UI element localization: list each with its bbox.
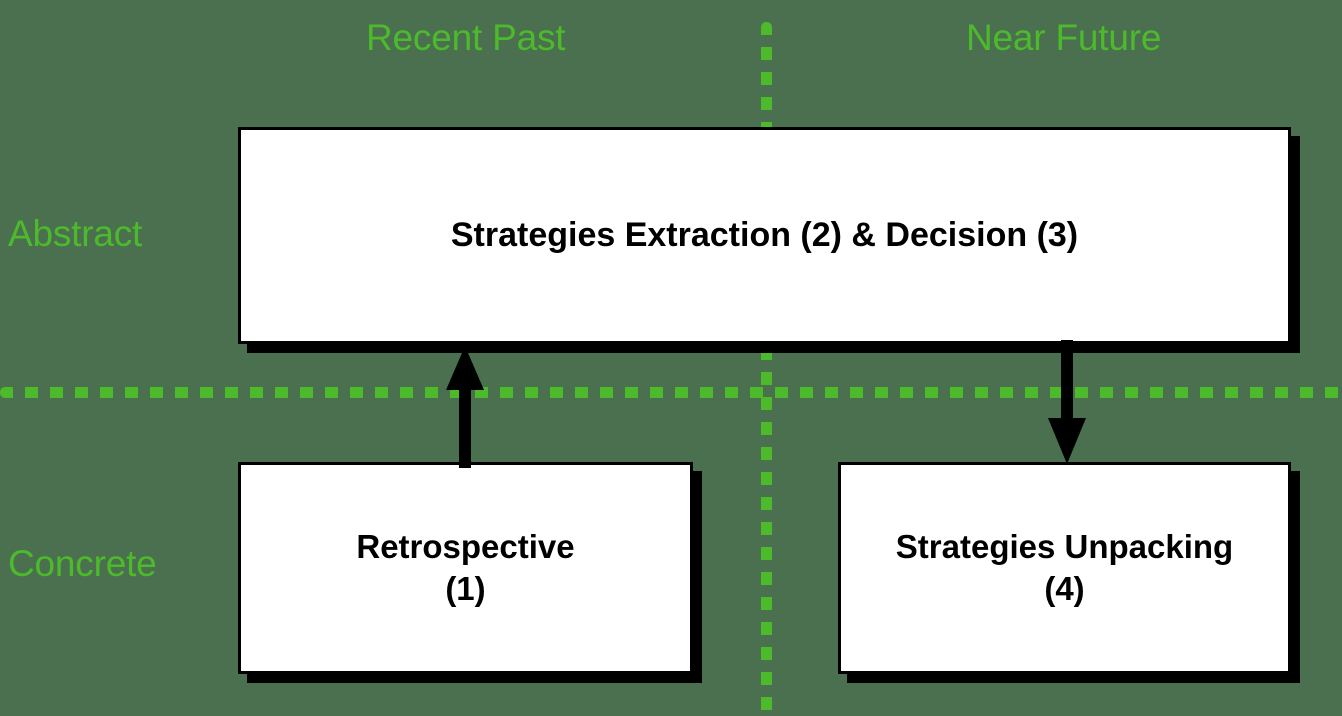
arrow-down-icon-strategies-to-unpacking bbox=[1048, 340, 1086, 464]
vertical-dotted-divider bbox=[761, 22, 772, 716]
box-strategies-unpacking-line1: Strategies Unpacking bbox=[895, 527, 1234, 565]
axis-label-concrete: Concrete bbox=[8, 543, 157, 584]
box-strategies-unpacking-step-number: (4) bbox=[1044, 570, 1085, 607]
axis-label-recent-past: Recent Past bbox=[366, 17, 566, 58]
box-retrospective-label: Retrospective (1) bbox=[342, 526, 588, 610]
box-retrospective-line1: Retrospective bbox=[356, 527, 575, 565]
axis-label-abstract: Abstract bbox=[8, 213, 143, 254]
box-strategies-extraction-decision-label: Strategies Extraction (2) & Decision (3) bbox=[450, 215, 1079, 254]
arrow-up-icon-retrospective-to-strategies bbox=[446, 346, 484, 468]
box-retrospective-step-number: (1) bbox=[445, 570, 486, 607]
axis-label-near-future: Near Future bbox=[966, 17, 1162, 58]
box-strategies-extraction-decision[interactable]: Strategies Extraction (2) & Decision (3) bbox=[238, 127, 1291, 344]
box-strategies-unpacking-label: Strategies Unpacking (4) bbox=[882, 526, 1247, 610]
box-strategies-unpacking[interactable]: Strategies Unpacking (4) bbox=[838, 462, 1291, 674]
horizontal-dotted-divider bbox=[0, 387, 1342, 398]
box-retrospective[interactable]: Retrospective (1) bbox=[238, 462, 693, 674]
